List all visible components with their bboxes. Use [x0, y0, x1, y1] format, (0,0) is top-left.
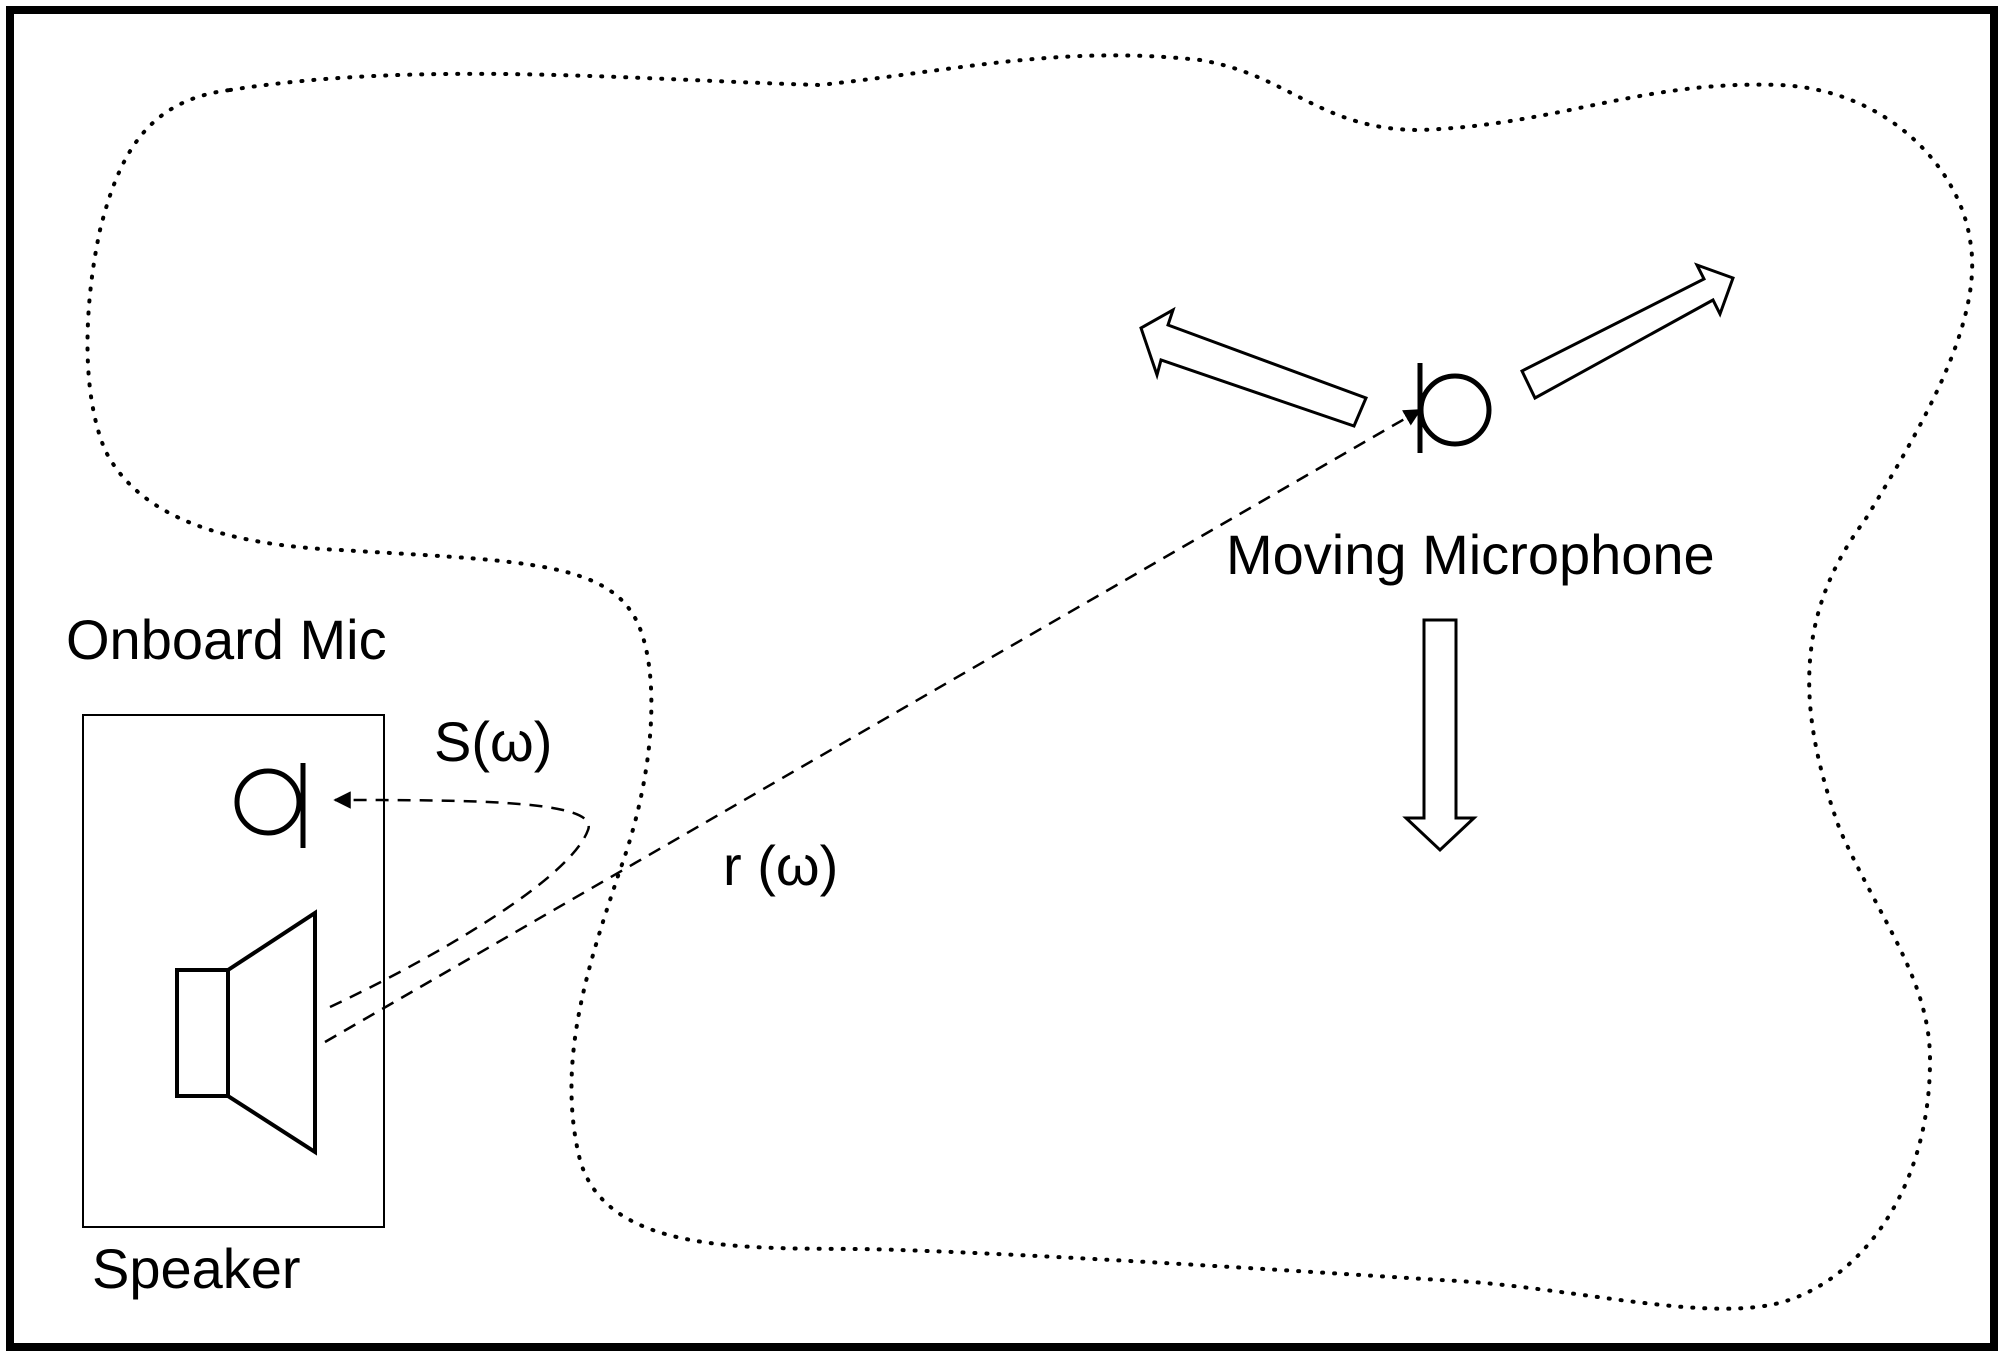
s-omega-label: S(ω) [434, 710, 552, 773]
self-path-arrow [329, 791, 590, 1009]
microphone-icon [234, 763, 306, 848]
coverage-region-boundary [85, 53, 1975, 1311]
moving-microphone-icon [1417, 363, 1492, 453]
hollow-arrow-icon-down [1402, 618, 1478, 853]
outer-frame [6, 6, 1998, 1351]
r-omega-label: r (ω) [723, 834, 838, 897]
hollow-arrow-icon-up-right [1520, 262, 1735, 401]
remote-path-arrow [324, 408, 1422, 1044]
loudspeaker-icon [175, 909, 317, 1156]
speaker-enclosure [82, 714, 385, 1228]
hollow-arrow-icon-up-left [1139, 306, 1369, 428]
speaker-label: Speaker [92, 1237, 301, 1300]
onboard-mic-label: Onboard Mic [66, 608, 387, 671]
moving-microphone-label: Moving Microphone [1226, 523, 1715, 586]
